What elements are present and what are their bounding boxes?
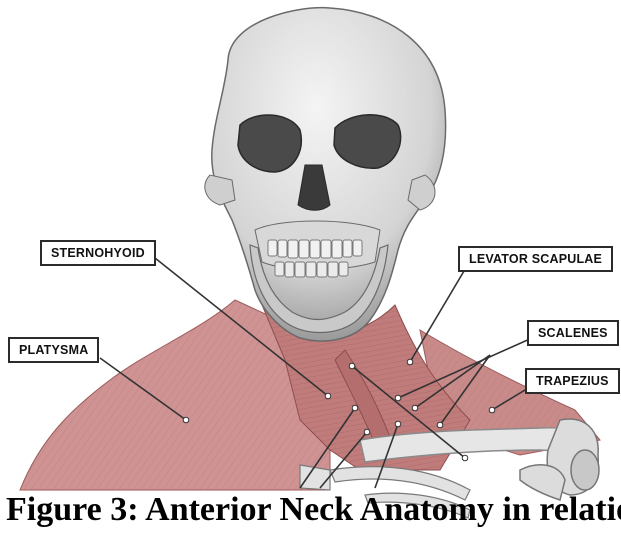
lower-teeth <box>275 262 348 277</box>
figure-caption: Figure 3: Anterior Neck Anatomy in relat… <box>6 488 621 529</box>
label-platysma: PLATYSMA <box>8 337 99 363</box>
upper-teeth <box>268 240 362 258</box>
label-sternohyoid: STERNOHYOID <box>40 240 156 266</box>
skull <box>205 8 446 341</box>
label-trapezius: TRAPEZIUS <box>525 368 620 394</box>
label-scalenes: SCALENES <box>527 320 619 346</box>
label-levator-scapulae: LEVATOR SCAPULAE <box>458 246 613 272</box>
